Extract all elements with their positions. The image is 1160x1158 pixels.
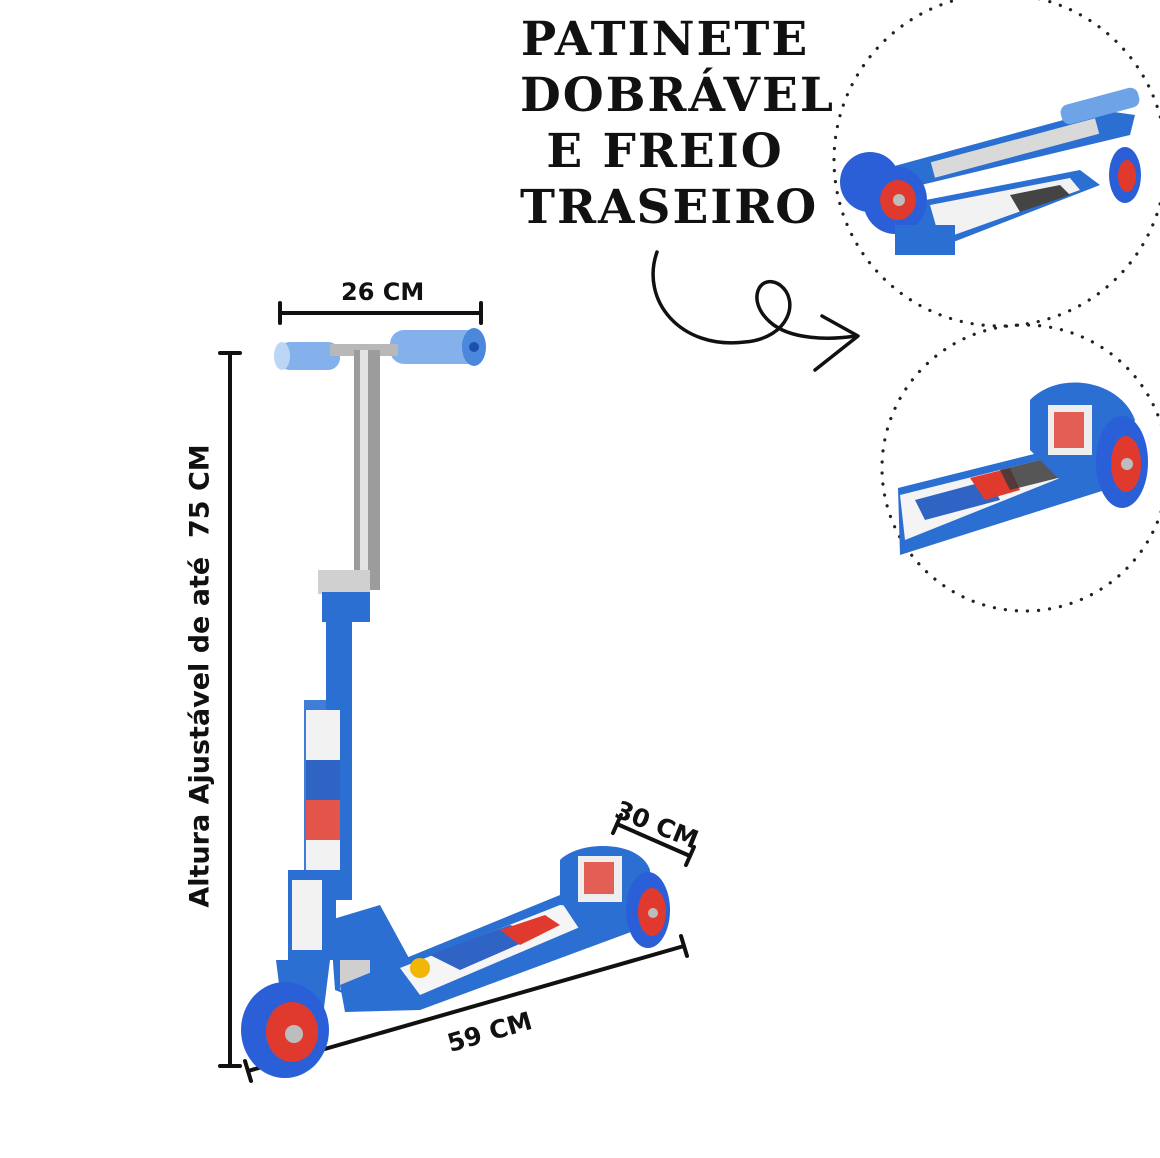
height-label: Altura Ajustável de até 75 CM [184,444,216,908]
handlebar-width-label: 26 CM [341,278,425,306]
headline: PATINETE DOBRÁVEL E FREIO TRASEIRO [520,12,835,236]
headline-line-1: PATINETE [520,12,810,67]
headline-line-3: E FREIO [546,124,784,179]
curly-arrow [651,250,860,372]
scooter-brake-closeup [898,382,1148,555]
headline-line-2: DOBRÁVEL [520,68,835,123]
scooter-folded [840,87,1141,255]
headline-line-4: TRASEIRO [520,180,819,235]
scooter-main [241,328,670,1078]
height-dimension-line [218,351,242,1068]
folded-view-circle [832,0,1160,328]
handlebar-dimension-line [278,301,483,325]
deck-dimension-line [611,813,696,867]
